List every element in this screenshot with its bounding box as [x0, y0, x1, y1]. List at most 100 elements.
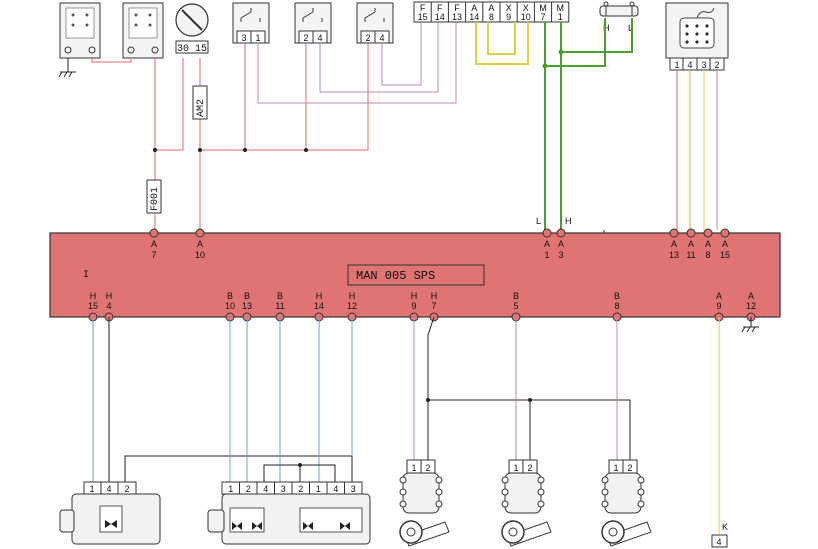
- ecu-top-pin-num: 15: [720, 250, 730, 260]
- ecu-top-pin-conn: A: [544, 239, 550, 249]
- svg-text:2: 2: [124, 484, 129, 494]
- bottom-wires: [92, 316, 720, 534]
- svg-text:AM2: AM2: [196, 99, 207, 117]
- valve-block-right-pin: 4: [333, 484, 338, 494]
- wire-label: AM2: [192, 85, 208, 120]
- ecu-bottom-pin-num: 11: [275, 301, 284, 311]
- ecu-top-pin-terminal: [720, 228, 730, 238]
- top-connector-pin-letter: F: [454, 3, 460, 13]
- keypad-pin-4: 2: [714, 60, 719, 70]
- angle-sensor-pin: 1: [513, 463, 518, 473]
- ecu-bottom-pin-conn: A: [716, 291, 722, 301]
- angle-sensor-pin: 2: [627, 463, 632, 473]
- top-connector-pin-letter: A: [488, 3, 494, 13]
- ecu-bottom-pin-conn: H: [90, 291, 97, 301]
- top-connector-pin-number: 15: [418, 12, 428, 22]
- ecu-top-pin-terminal: [542, 228, 552, 238]
- ecu-title: MAN 005 SPS: [356, 269, 435, 283]
- svg-text:1: 1: [89, 484, 94, 494]
- relay-module-2: [122, 2, 164, 59]
- top-connector-pin-letter: M: [556, 3, 564, 13]
- ecu-bottom-pin-conn: B: [227, 291, 233, 301]
- ground-symbol-2: [741, 317, 759, 333]
- can-h-label: H: [565, 216, 572, 226]
- ecu-bottom-pin-num: 12: [746, 301, 756, 311]
- angle-sensor-pin: 1: [613, 463, 618, 473]
- ecu-bottom-pin-conn: H: [411, 291, 418, 301]
- can-conn-h-label: H: [603, 23, 610, 33]
- top-connector-pin-letter: F: [437, 3, 443, 13]
- ecu-bottom-pin-num: 7: [431, 301, 436, 311]
- ecu-bottom-pin-num: 5: [513, 301, 518, 311]
- valve-block-right-pin: 3: [351, 484, 356, 494]
- ecu-top-pin-num: 8: [705, 250, 710, 260]
- ecu-bottom-pin-num: 9: [411, 301, 416, 311]
- switch-1: 3 1: [232, 2, 270, 44]
- top-connector-pin-number: 1: [558, 12, 563, 22]
- svg-text:F001: F001: [150, 187, 161, 211]
- junction-dots-bottom: [298, 398, 532, 467]
- key-switch: 30 15: [175, 3, 209, 55]
- top-connector-pin-letter: X: [506, 3, 512, 13]
- ecu-top-pin-conn: A: [705, 239, 711, 249]
- valve-block-right-pin: 3: [281, 484, 286, 494]
- key-switch-pins: 30 15: [177, 44, 207, 55]
- top-wires: [154, 18, 718, 233]
- keypad-pin-3: 3: [701, 60, 706, 70]
- ecu-bottom-pin-conn: H: [316, 291, 323, 301]
- keypad-pin-1: 1: [674, 60, 679, 70]
- ecu-bottom-pin-num: 14: [314, 301, 324, 311]
- ecu-bottom-pin-num: 9: [716, 301, 721, 311]
- ecu-bottom-pin-num: 15: [88, 301, 98, 311]
- ecu-bottom-pin-conn: B: [277, 291, 283, 301]
- top-connector-pin-number: 14: [435, 12, 445, 22]
- angle-sensor-pin: 1: [411, 463, 416, 473]
- switch-3-pin-b: 4: [379, 33, 384, 43]
- ecu-bottom-pin-conn: B: [614, 291, 620, 301]
- switch-3: 2 4: [356, 2, 394, 44]
- ecu-top-pin-num: 13: [669, 250, 679, 260]
- keypad: 1 4 3 2: [665, 2, 729, 71]
- ecu-top-pin-num: 3: [558, 250, 563, 260]
- ecu-bottom-pin-num: 13: [242, 301, 252, 311]
- ecu-top-pin-conn: A: [197, 239, 203, 249]
- angle-sensor-pin: 2: [425, 463, 430, 473]
- ecu-top-pin-num: 10: [195, 250, 205, 260]
- relay-module-1: [59, 2, 101, 59]
- top-connector-pin-number: 10: [521, 12, 531, 22]
- ecu-bottom-pin-num: 4: [106, 301, 111, 311]
- valve-block-right-pin: 1: [316, 484, 321, 494]
- k-pin: 4: [716, 537, 721, 547]
- can-conn-l-label: L: [628, 23, 633, 33]
- ecu-top-pin-terminal: [669, 228, 679, 238]
- switch-1-pin-b: 1: [255, 33, 260, 43]
- top-connector-pin-letter: A: [471, 3, 477, 13]
- switch-1-pin-a: 3: [241, 33, 246, 43]
- ecu-top-pin-conn: A: [671, 239, 677, 249]
- ecu-top-pin-terminal: [703, 228, 713, 238]
- ground-symbol-1: [58, 58, 76, 78]
- top-connector-pin-number: 13: [452, 12, 462, 22]
- ecu-top-pin-num: 1: [544, 250, 549, 260]
- top-connector-pin-letter: X: [523, 3, 529, 13]
- ecu-bottom-pin-conn: H: [106, 291, 113, 301]
- angle-sensor-pin: 2: [527, 463, 532, 473]
- k-label: K: [722, 522, 728, 532]
- ecu-bottom-pin-num: 10: [225, 301, 235, 311]
- fuse-label: F001: [146, 179, 162, 214]
- k-pin-box: [711, 534, 728, 548]
- ecu-corner-mark: I: [83, 270, 89, 281]
- valve-block-right-pin: 2: [246, 484, 251, 494]
- can-l-label: L: [536, 216, 541, 226]
- ecu-bottom-pin-conn: A: [748, 291, 754, 301]
- top-connector-pin-number: 8: [489, 12, 494, 22]
- ecu-bottom-pin-conn: B: [244, 291, 250, 301]
- top-connector-pin-number: 9: [506, 12, 511, 22]
- ecu-bottom-pin-num: 12: [347, 301, 357, 311]
- wire-module-link: [91, 58, 132, 63]
